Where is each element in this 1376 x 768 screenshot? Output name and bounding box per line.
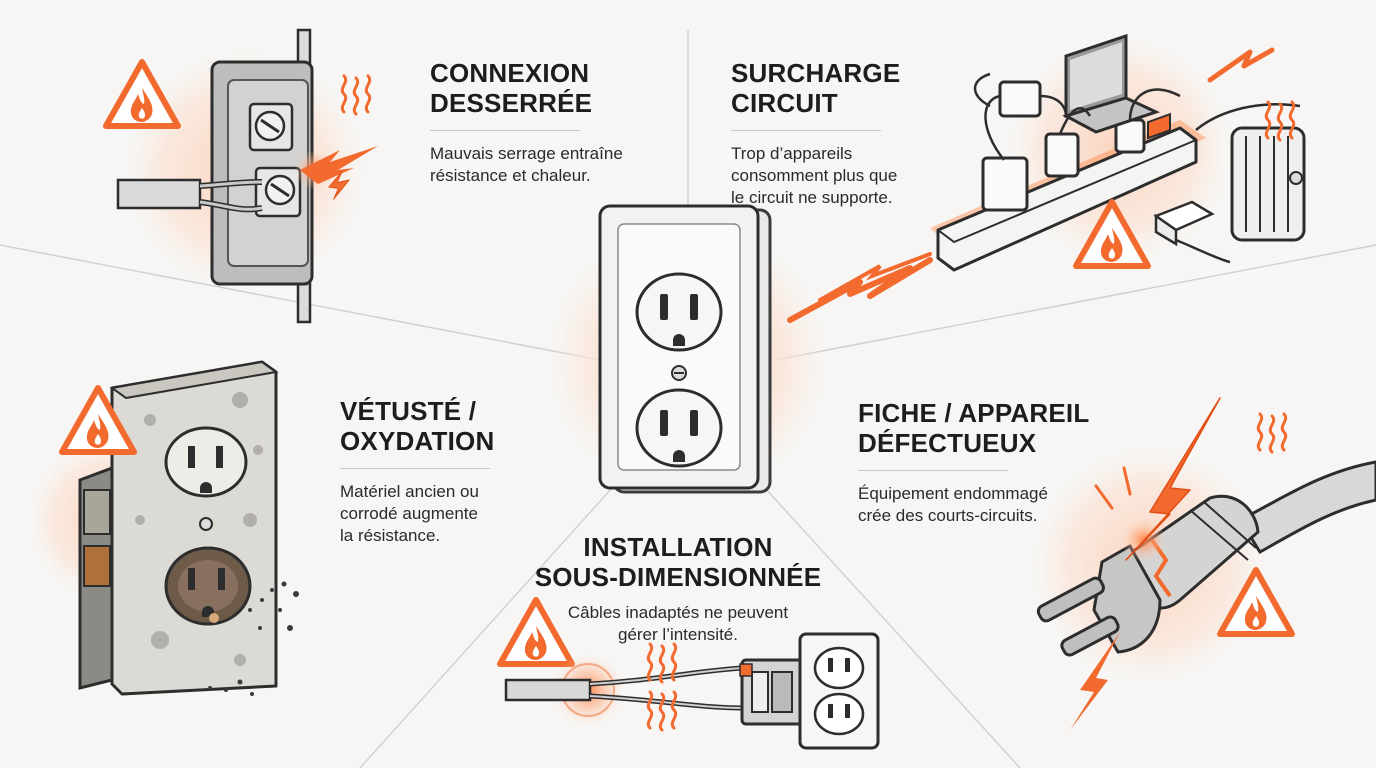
- spark-icon: [787, 47, 1275, 323]
- faulty-device-card: FICHE / APPAREIL DÉFECTUEUX Équipement e…: [858, 398, 1089, 527]
- plug-icon: [1036, 460, 1376, 657]
- faulty-device-title: FICHE / APPAREIL DÉFECTUEUX: [858, 398, 1090, 458]
- outlet-icon: [635, 272, 723, 468]
- loose-connection-description: Mauvais serrage entraîne résistance et c…: [430, 144, 623, 185]
- outlet-icon: [164, 426, 252, 626]
- loose-connection-title: CONNEXION DESSERRÉE: [430, 58, 593, 118]
- aging-oxidation-illustration: [30, 360, 299, 696]
- faulty-device-illustration: [1034, 397, 1376, 730]
- loose-connection-card: CONNEXION DESSERRÉE Mauvais serrage entr…: [430, 58, 623, 187]
- circuit-overload-card: SURCHARGE CIRCUIT Trop d’appareils conso…: [731, 58, 900, 209]
- aging-oxidation-card: VÉTUSTÉ / OXYDATION Matériel ancien ou c…: [340, 396, 494, 547]
- center-outlet-illustration: [550, 204, 826, 498]
- circuit-overload-description: Trop d’appareils consomment plus que le …: [731, 144, 898, 207]
- divider: [430, 130, 580, 131]
- aging-oxidation-description: Matériel ancien ou corrodé augmente la r…: [340, 482, 479, 545]
- divider-lines: [0, 30, 1376, 768]
- heat-waves-icon: [340, 74, 372, 116]
- undersized-install-title: INSTALLATION SOUS-DIMENSIONNÉE: [534, 532, 822, 592]
- undersized-install-illustration: [500, 600, 880, 750]
- divider: [858, 470, 1008, 471]
- circuit-overload-title: SURCHARGE CIRCUIT: [731, 58, 901, 118]
- spark-icon: [1070, 397, 1221, 730]
- faulty-device-description: Équipement endommagé crée des courts-cir…: [858, 484, 1048, 525]
- undersized-install-card: INSTALLATION SOUS-DIMENSIONNÉE Câbles in…: [508, 532, 848, 646]
- undersized-install-description: Câbles inadaptés ne peuvent gérer l’inte…: [567, 603, 789, 644]
- circuit-overload-illustration: [787, 33, 1306, 323]
- loose-connection-illustration: [106, 28, 378, 324]
- aging-oxidation-title: VÉTUSTÉ / OXYDATION: [340, 396, 495, 456]
- cable-icon: [504, 665, 745, 711]
- divider: [340, 468, 490, 469]
- outlet-icon: [798, 632, 880, 750]
- heat-waves-icon: [1256, 412, 1288, 454]
- divider: [731, 130, 881, 131]
